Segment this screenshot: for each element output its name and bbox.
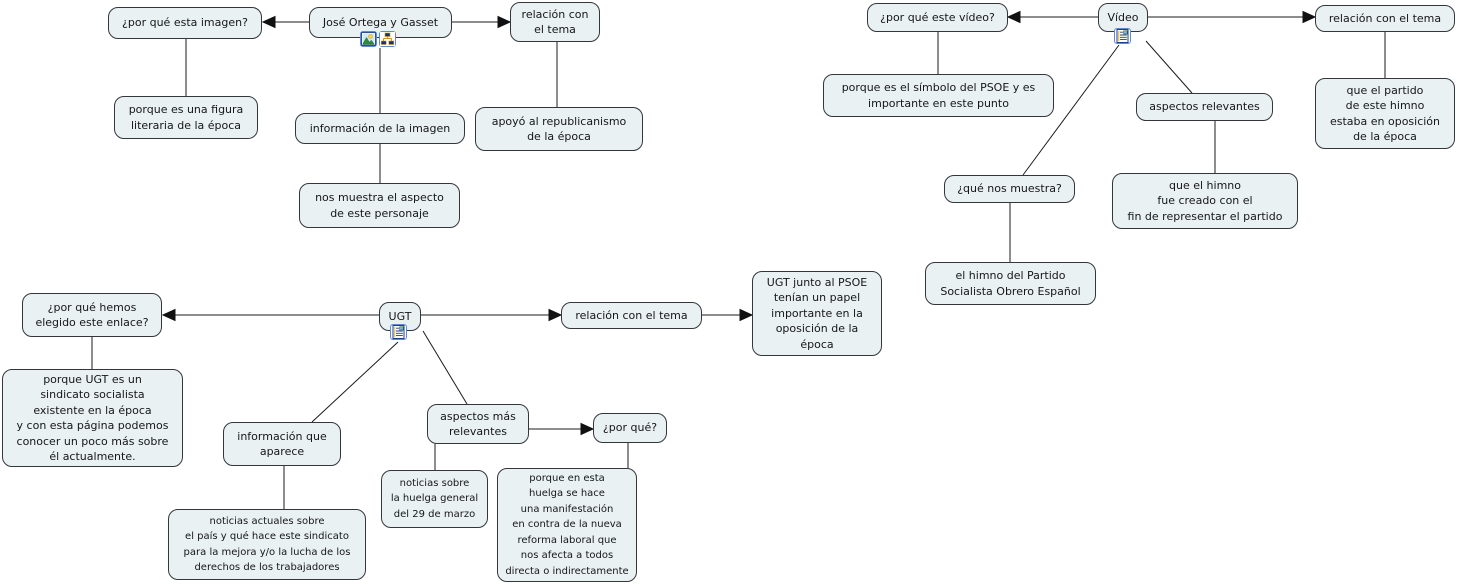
edge-ugt-to-info <box>311 341 399 423</box>
concept-partido-oposicion[interactable]: que el partido de este himno estaba en o… <box>1315 78 1455 149</box>
concept-why-this-image[interactable]: ¿por qué esta imagen? <box>108 7 262 39</box>
arrow-why-image <box>261 15 276 29</box>
concept-map-icon-glyph <box>380 32 395 46</box>
video-resource-icons <box>1114 28 1131 44</box>
document-icon-glyph <box>1116 29 1129 43</box>
edge-video-to-shows <box>1022 44 1120 176</box>
concept-aspectos-relevantes-video[interactable]: aspectos relevantes <box>1136 93 1273 121</box>
arrow-relation-ugt-answer <box>739 308 754 322</box>
arrow-why <box>580 422 595 436</box>
concept-why-this-video[interactable]: ¿por qué este vídeo? <box>867 3 1008 32</box>
concept-huelga-general[interactable]: noticias sobre la huelga general del 29 … <box>381 470 488 528</box>
concept-why-this-link[interactable]: ¿por qué hemos elegido este enlace? <box>22 293 162 337</box>
link-relation-with-topic-ugt[interactable]: relación con el tema <box>561 302 702 329</box>
edge-video-to-aspects <box>1145 40 1193 94</box>
link-relation-with-topic-video[interactable]: relación con el tema <box>1315 5 1455 32</box>
concept-informacion-imagen[interactable]: información de la imagen <box>295 113 465 144</box>
concept-simbolo-psoe[interactable]: porque es el símbolo del PSOE y es impor… <box>823 74 1054 117</box>
edge-ugt-to-aspects <box>422 330 468 405</box>
concept-por-que[interactable]: ¿por qué? <box>593 413 667 443</box>
jose-resource-icons <box>360 31 396 47</box>
concept-map-icon[interactable] <box>379 31 396 47</box>
concept-informacion-que-aparece[interactable]: información que aparece <box>223 422 341 466</box>
concept-manifestacion-reforma[interactable]: porque en esta huelga se hace una manife… <box>497 468 637 582</box>
concept-himno-psoe[interactable]: el himno del Partido Socialista Obrero E… <box>925 262 1096 305</box>
link-relation-with-topic-imagen[interactable]: relación con el tema <box>510 2 600 42</box>
document-icon[interactable] <box>390 324 407 340</box>
arrow-relation-imagen <box>497 15 512 29</box>
arrow-why-video <box>1006 10 1021 24</box>
concept-sindicato-socialista[interactable]: porque UGT es un sindicato socialista ex… <box>2 369 183 467</box>
ugt-resource-icons <box>390 324 407 340</box>
document-icon-glyph <box>392 325 405 339</box>
concept-noticias-actuales[interactable]: noticias actuales sobre el país y qué ha… <box>168 509 366 580</box>
concept-aspecto-personaje[interactable]: nos muestra el aspecto de este personaje <box>299 183 460 228</box>
concept-himno-creado[interactable]: que el himno fue creado con el fin de re… <box>1112 173 1298 229</box>
image-icon[interactable] <box>360 31 377 47</box>
arrow-why-link <box>161 308 176 322</box>
image-icon-glyph <box>361 32 376 46</box>
concept-ugt-psoe-oposicion[interactable]: UGT junto al PSOE tenían un papel import… <box>752 271 882 356</box>
arrow-relation-video <box>1302 10 1317 24</box>
concept-apoyo-republicanismo[interactable]: apoyó al republicanismo de la época <box>475 107 643 151</box>
document-icon[interactable] <box>1114 28 1131 44</box>
arrow-relation-ugt <box>548 308 563 322</box>
concept-que-nos-muestra[interactable]: ¿qué nos muestra? <box>944 175 1075 203</box>
concept-aspectos-mas-relevantes[interactable]: aspectos más relevantes <box>427 404 529 444</box>
concept-figura-literaria[interactable]: porque es una figura literaria de la épo… <box>114 96 258 139</box>
